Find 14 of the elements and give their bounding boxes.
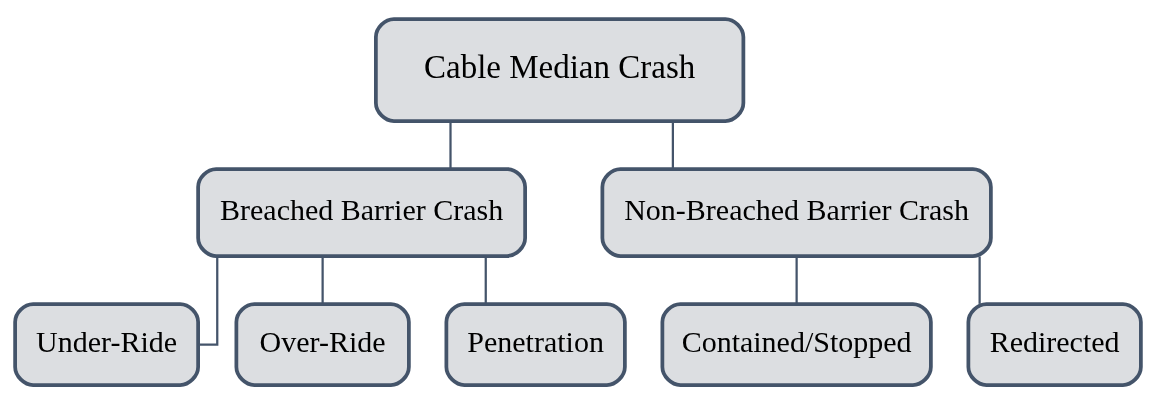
connector [795, 256, 798, 304]
node-box: Breached Barrier Crash [196, 167, 527, 258]
node-box: Over-Ride [234, 302, 411, 387]
connector [671, 121, 674, 169]
node-box: Under-Ride [13, 302, 200, 387]
connector [321, 256, 324, 304]
connector [449, 121, 452, 169]
node-box: Non-Breached Barrier Crash [600, 167, 993, 258]
node-box: Contained/Stopped [660, 302, 933, 387]
node-box: Cable Median Crash [374, 17, 746, 123]
node-box: Redirected [966, 302, 1143, 387]
connector [978, 256, 981, 304]
connector [484, 256, 487, 304]
node-box: Penetration [444, 302, 627, 387]
